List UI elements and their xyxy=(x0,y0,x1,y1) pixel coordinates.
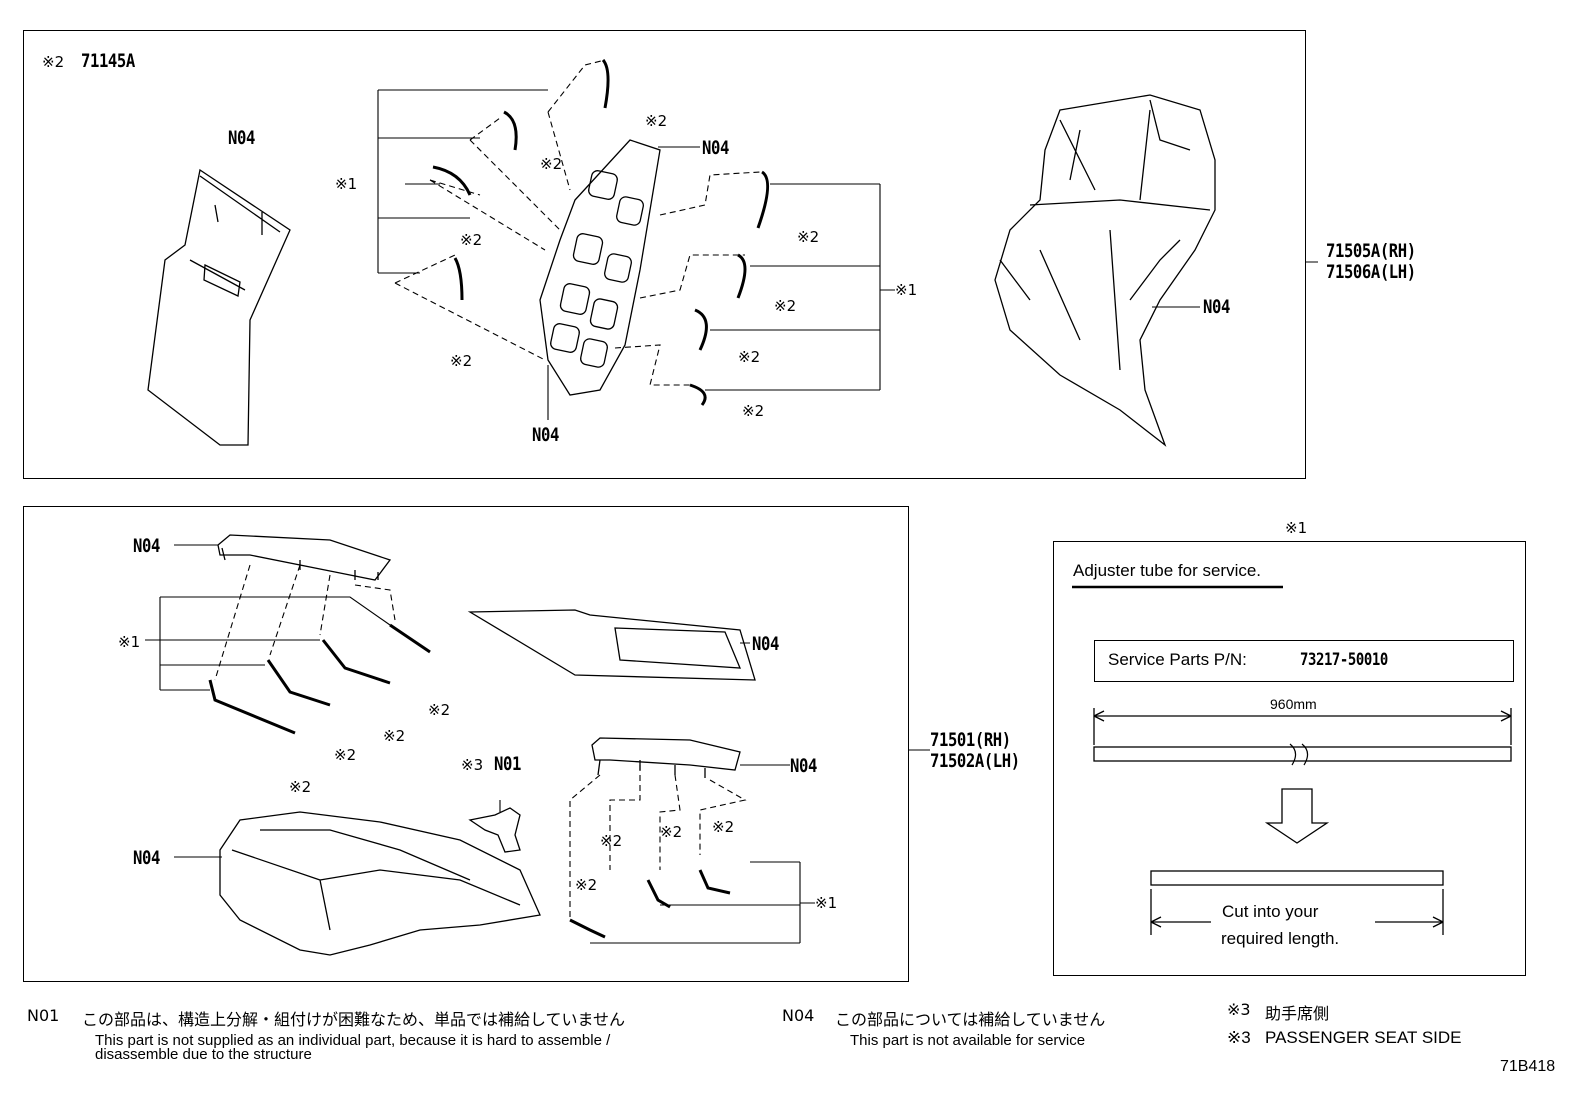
mark2-label: ※2 xyxy=(742,402,765,420)
top-panel xyxy=(23,30,1306,479)
footnote-mark3-jp: 助手席側 xyxy=(1265,1004,1330,1023)
mark2-label: ※2 xyxy=(712,818,735,836)
cut-instruction-line1: Cut into your xyxy=(1222,902,1319,921)
label-n04-cover: N04 xyxy=(1203,296,1230,318)
mark2-label: ※2 xyxy=(460,231,483,249)
ref-seat-cushion-rh: 71501(RH) xyxy=(930,729,1011,751)
footnote-n04-code: N04 xyxy=(782,1006,815,1025)
footnote-n04-en: This part is not available for service xyxy=(850,1032,1086,1049)
label-n04-lower-frame: N04 xyxy=(790,755,817,777)
label-n04-board: N04 xyxy=(228,127,255,149)
mark2-label: ※2 xyxy=(575,876,598,894)
mark2-label: ※2 xyxy=(383,727,406,745)
footnote-n01-en-1: This part is not supplied as an individu… xyxy=(95,1032,611,1049)
mark2-label: ※2 xyxy=(738,348,761,366)
seat-back-cover xyxy=(994,94,1216,447)
mark1-left: ※1 xyxy=(335,175,358,193)
footnote-n04-jp: この部品については補給していません xyxy=(835,1010,1106,1029)
mark2-label: ※2 xyxy=(600,832,623,850)
mark2-label: ※2 xyxy=(334,746,357,764)
footnote-n01-jp: この部品は、構造上分解・組付けが困難なため、単品では補給していません xyxy=(82,1010,626,1029)
cut-instruction-line2: required length. xyxy=(1221,929,1340,948)
part-number-value: 73217-50010 xyxy=(1300,650,1388,670)
mark2-label: ※2 xyxy=(774,297,797,315)
label-n04-cushion-board: N04 xyxy=(752,633,779,655)
service-box-mark: ※1 xyxy=(1285,519,1308,537)
service-box xyxy=(1053,541,1526,976)
mark1-bottom-left: ※1 xyxy=(118,633,141,651)
header-part-code: 71145A xyxy=(81,50,135,72)
service-box-title: Adjuster tube for service. xyxy=(1073,561,1262,580)
cushion-board xyxy=(467,609,756,681)
mark2-label: ※2 xyxy=(540,155,563,173)
mark2-label: ※2 xyxy=(428,701,451,719)
bracket-n01 xyxy=(468,807,521,853)
label-n04-seat-cushion: N04 xyxy=(133,847,160,869)
label-n04-frame-bottom: N04 xyxy=(532,424,559,446)
seat-cushion xyxy=(219,811,541,956)
footnote-mark3-jp-mark: ※3 xyxy=(1227,1000,1251,1019)
mark2-label: ※2 xyxy=(289,778,312,796)
cut-tube xyxy=(1150,870,1444,886)
bottom-panel xyxy=(23,506,909,982)
part-number-box xyxy=(1094,640,1514,682)
header-mark: ※2 xyxy=(42,53,65,71)
ref-seat-cushion-lh: 71502A(LH) xyxy=(930,750,1020,772)
mark2-label: ※2 xyxy=(660,823,683,841)
label-n01: N01 xyxy=(494,753,521,775)
ref-seat-back-rh: 71505A(RH) xyxy=(1326,240,1416,262)
seat-back-board xyxy=(147,168,291,446)
label-n04-frame-top: N04 xyxy=(702,137,729,159)
part-number-label: Service Parts P/N: xyxy=(1108,650,1247,669)
mark2-label: ※2 xyxy=(645,112,668,130)
figure-id: 71B418 xyxy=(1500,1058,1556,1075)
mark1-bottom-right: ※1 xyxy=(815,894,838,912)
ref-seat-back-lh: 71506A(LH) xyxy=(1326,261,1416,283)
footnote-mark3-en-mark: ※3 xyxy=(1227,1028,1251,1047)
seat-back-frame xyxy=(539,139,661,396)
mark2-label: ※2 xyxy=(450,352,473,370)
mark2-label: ※2 xyxy=(797,228,820,246)
label-n04-cushion-frame: N04 xyxy=(133,535,160,557)
cushion-frame-top xyxy=(217,534,392,581)
footnote-n01-code: N01 xyxy=(27,1006,60,1025)
footnote-n01-en-2: disassemble due to the structure xyxy=(95,1046,312,1063)
down-arrow xyxy=(1264,788,1330,844)
service-tube xyxy=(1093,746,1512,762)
mark1-right: ※1 xyxy=(895,281,918,299)
footnote-mark3-en: PASSENGER SEAT SIDE xyxy=(1265,1028,1462,1047)
tube-length: 960mm xyxy=(1270,696,1317,712)
mark3-label: ※3 xyxy=(461,756,484,774)
